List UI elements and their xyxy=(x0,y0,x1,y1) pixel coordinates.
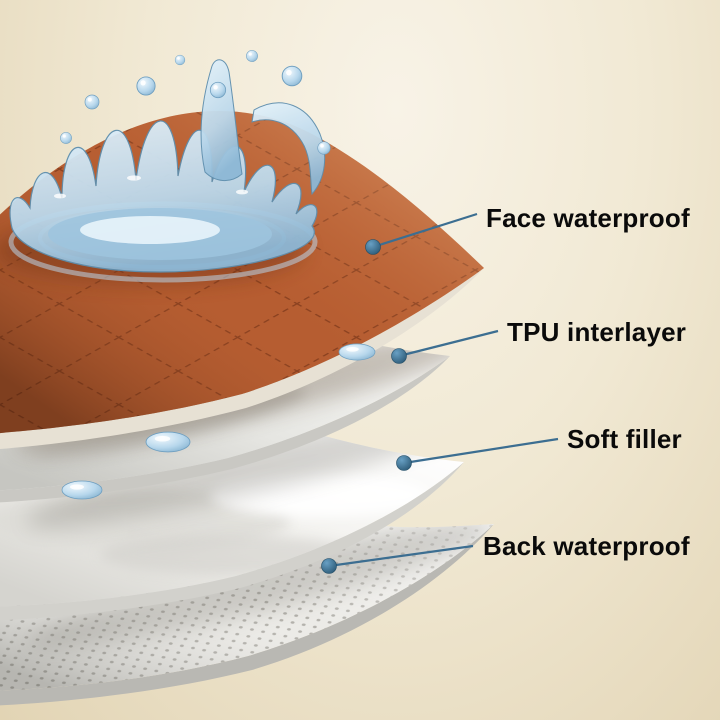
leader-line-back xyxy=(328,544,474,568)
water-droplet xyxy=(61,480,103,500)
leader-line-soft xyxy=(403,437,559,465)
back-layer-edge xyxy=(0,524,494,706)
pointer-dot-back xyxy=(321,558,337,574)
label-back-waterproof: Back waterproof xyxy=(483,531,690,561)
pointer-dot-face xyxy=(365,239,381,255)
face-layer-edge xyxy=(0,268,484,450)
shadow-on-back-layer xyxy=(27,521,493,649)
pointer-dot-tpu xyxy=(391,348,407,364)
leader-lines xyxy=(328,212,559,568)
pointer-dots xyxy=(321,239,412,574)
label-tpu-interlayer: TPU interlayer xyxy=(507,317,687,347)
water-splash xyxy=(8,50,331,283)
leader-line-tpu xyxy=(398,329,499,358)
label-soft-filler: Soft filler xyxy=(567,424,682,454)
tpu-layer-edge xyxy=(0,356,450,503)
soft-filler-edge xyxy=(0,462,464,621)
leader-line-face xyxy=(372,212,478,249)
pointer-dot-soft xyxy=(396,455,412,471)
water-droplet xyxy=(145,431,191,453)
label-face-waterproof: Face waterproof xyxy=(486,203,690,233)
water-droplet xyxy=(338,343,376,361)
